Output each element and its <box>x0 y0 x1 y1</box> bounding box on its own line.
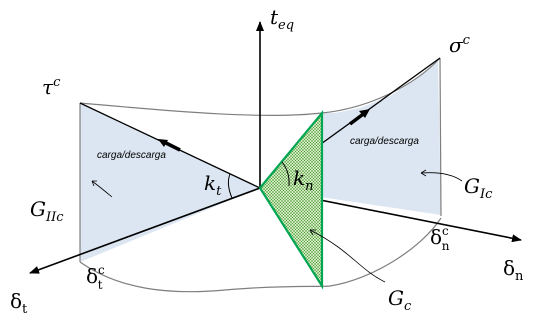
gc-pointer-head <box>309 229 316 236</box>
gIIc-pointer <box>91 180 113 198</box>
sigma-c-label: σc <box>449 33 471 57</box>
kt-label: kt <box>204 171 222 199</box>
delta-t-label: δt <box>10 289 28 317</box>
left-face-mode-ii <box>80 103 260 262</box>
carga-descarga-right-label: carga/descarga <box>350 136 419 147</box>
tau-c-label: τc <box>42 75 61 99</box>
gc-triangle <box>258 109 324 290</box>
left-loading-arrowhead <box>158 139 168 147</box>
lower-surface-curve <box>79 217 442 293</box>
kn-label: kn <box>293 166 314 194</box>
g-c-label: Gc <box>388 286 412 314</box>
g-ic-label: GIc <box>464 174 493 202</box>
kt-angle-arc <box>227 173 233 199</box>
gIIc-pointer-head <box>91 180 97 187</box>
gc-pointer <box>309 229 386 283</box>
right-loading-arrowhead <box>359 109 370 118</box>
g-iic-label: GIIc <box>30 197 64 225</box>
right-face-vertical-edge <box>439 57 442 217</box>
gIc-pointer-head <box>420 169 427 177</box>
upper-surface-curve <box>79 57 441 116</box>
t-eq-label: teq <box>270 5 294 33</box>
delta-t-axis <box>29 187 261 274</box>
delta-n-label: δn <box>503 256 524 284</box>
kn-angle-arc <box>281 161 290 187</box>
gIc-pointer <box>420 172 463 182</box>
carga-descarga-left-label: carga/descarga <box>97 150 166 161</box>
